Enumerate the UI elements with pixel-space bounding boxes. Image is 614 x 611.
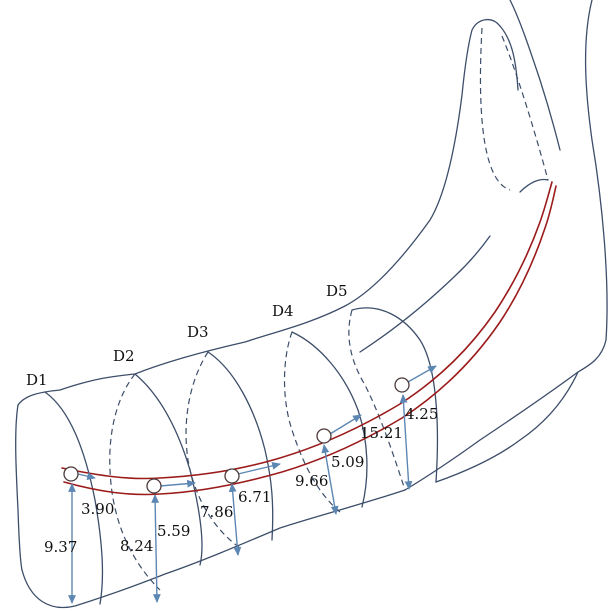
condyle-line (577, 0, 608, 373)
value-d3-upper: 6.71 (238, 488, 271, 506)
mylohyoid-line (519, 178, 549, 193)
section-d5-dashed (348, 309, 406, 491)
upper-ridge-outline (17, 19, 501, 406)
canal-upper-wall (61, 181, 553, 480)
d1-canal-marker (63, 466, 79, 482)
value-d1-lower: 9.37 (44, 538, 77, 556)
value-d4-lower: 9.66 (295, 472, 328, 490)
inner-ramus-line (359, 235, 491, 353)
ramus-posterior-outline (499, 25, 519, 91)
coronoid-line (509, 0, 561, 151)
section-labels: D1 D2 D3 D4 D5 (26, 282, 348, 389)
d2-canal-marker (146, 478, 162, 494)
posterior-cortex-line (435, 371, 579, 483)
label-d2: D2 (113, 347, 135, 365)
d5-vertical-arrow (399, 394, 413, 490)
d4-horizontal-arrow (329, 414, 362, 435)
value-d1-upper: 3.90 (81, 500, 114, 518)
d3-canal-marker (224, 468, 240, 484)
ramus-dashed-1 (479, 27, 511, 191)
bone-outline (15, 0, 608, 608)
d2-horizontal-arrow (159, 479, 196, 488)
section-d3-dashed (185, 351, 241, 549)
label-d1: D1 (26, 371, 48, 389)
d5-canal-marker (394, 377, 410, 393)
inferior-border-outline (21, 371, 579, 608)
measurement-arrows (68, 365, 437, 604)
ramus-dashed-2 (501, 35, 549, 181)
d4-canal-marker (316, 428, 332, 444)
section-d4-solid (291, 331, 368, 508)
d4-vertical-arrow (321, 444, 339, 515)
d5-horizontal-arrow (407, 365, 437, 383)
section-boundaries (44, 27, 549, 605)
anterior-face-outline (15, 404, 23, 571)
value-d2-upper: 5.59 (157, 522, 190, 540)
label-d4: D4 (272, 302, 294, 320)
section-d5-solid (351, 307, 439, 483)
label-d3: D3 (187, 323, 209, 341)
canal-lower-wall (63, 185, 557, 496)
measurement-values: 3.90 9.37 5.59 8.24 6.71 7.86 5.09 9.66 … (44, 405, 438, 556)
value-d3-lower: 7.86 (200, 503, 233, 521)
value-d5-upper: 4.25 (405, 405, 438, 423)
value-d4-upper: 5.09 (331, 453, 364, 471)
label-d5: D5 (326, 282, 348, 300)
d2-vertical-arrow (151, 494, 161, 603)
canal-markers (63, 377, 410, 494)
mandibular-canal (61, 181, 557, 496)
d1-horizontal-arrow (77, 472, 96, 481)
section-d3-solid (207, 351, 274, 541)
value-d5-lower: 15.21 (360, 424, 403, 442)
d3-vertical-arrow (228, 483, 242, 556)
section-d2-dashed (109, 373, 161, 591)
d3-horizontal-arrow (237, 462, 281, 475)
value-d2-lower: 8.24 (120, 537, 153, 555)
section-d1-boundary (44, 391, 104, 605)
